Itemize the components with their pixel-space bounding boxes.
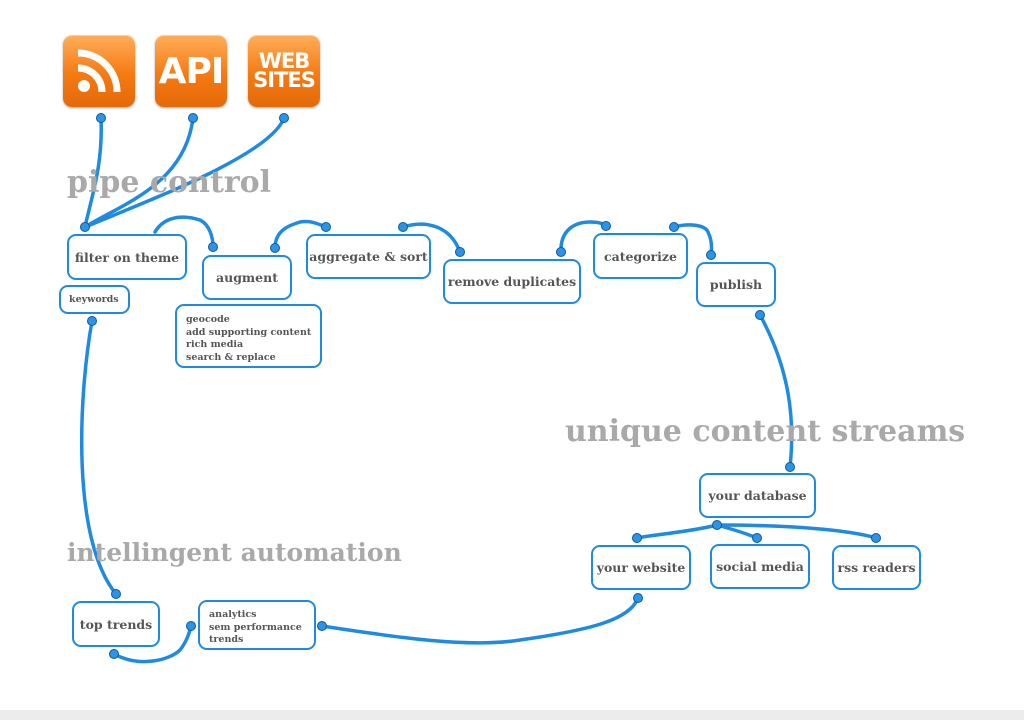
wire-api-filter <box>83 116 195 229</box>
node-social-media[interactable]: social media <box>710 544 810 589</box>
wire-keywords-toptrends <box>80 319 118 596</box>
wire-aggregate-remove <box>401 222 462 254</box>
option-add-supporting-content: add supporting content <box>186 326 312 338</box>
option-geocode: geocode <box>186 314 230 325</box>
footer-bar <box>0 710 1024 720</box>
wire-augment-aggregate <box>273 219 328 250</box>
heading-unique-content-streams: unique content streams <box>565 414 966 449</box>
node-rss-readers[interactable]: rss readers <box>832 545 921 590</box>
node-your-website[interactable]: your website <box>591 545 691 590</box>
wire-websites-filter <box>83 116 286 229</box>
wire-database-website <box>635 523 719 540</box>
node-top-trends[interactable]: top trends <box>72 601 160 647</box>
websites-icon[interactable]: WEB SITES <box>248 35 320 107</box>
node-aggregate-sort[interactable]: aggregate & sort <box>306 234 431 279</box>
api-icon[interactable]: API <box>155 35 227 107</box>
node-augment[interactable]: augment <box>202 255 292 300</box>
node-augment-options[interactable]: geocode add supporting content rich medi… <box>175 304 322 368</box>
node-filter-on-theme[interactable]: filter on theme <box>67 234 187 280</box>
option-trends: trends <box>209 634 244 645</box>
websites-tile-label: WEB SITES <box>253 49 316 92</box>
node-analytics-options[interactable]: analytics sem performance trends <box>198 600 316 650</box>
wire-filter-augment <box>153 215 215 249</box>
rss-icon[interactable] <box>63 35 135 107</box>
wire-publish-database <box>758 313 794 469</box>
node-remove-duplicates[interactable]: remove duplicates <box>443 259 581 304</box>
heading-pipe-control: pipe control <box>67 165 272 200</box>
option-analytics: analytics <box>209 609 257 620</box>
node-publish[interactable]: publish <box>696 262 776 307</box>
node-your-database[interactable]: your database <box>699 473 816 518</box>
option-sem-performance: sem performance <box>209 621 302 633</box>
option-search-replace: search & replace <box>186 351 276 363</box>
node-keywords[interactable]: keywords <box>59 285 130 314</box>
wire-categorize-publish <box>672 223 714 257</box>
wire-toptrends-analytics <box>112 624 193 664</box>
wire-analytics-website <box>320 596 640 645</box>
node-categorize[interactable]: categorize <box>593 233 688 279</box>
heading-intelligent-automation: intellingent automation <box>67 538 402 567</box>
wire-database-rss <box>715 523 878 540</box>
wire-rss-filter <box>83 116 103 229</box>
option-rich-media: rich media <box>186 339 244 350</box>
api-tile-label: API <box>158 50 225 92</box>
rss-feed-glyph <box>77 49 121 93</box>
connector-dots <box>80 113 881 659</box>
